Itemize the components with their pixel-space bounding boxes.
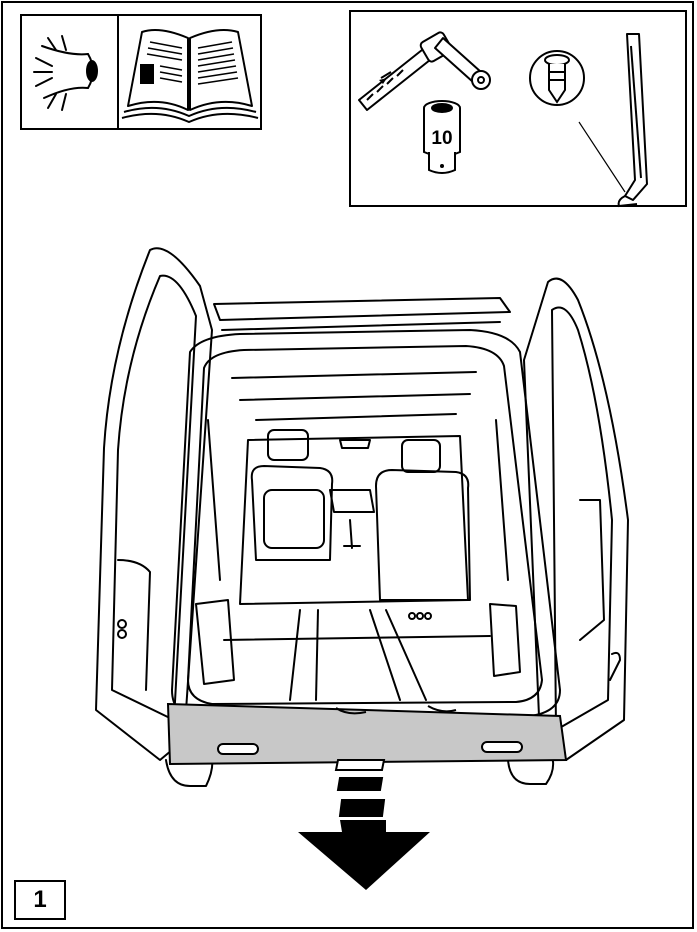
down-arrow-icon [298, 759, 430, 890]
eye-icon [33, 35, 98, 111]
open-book-icon [121, 29, 259, 123]
socket-icon: 10 [423, 100, 461, 174]
step-number: 1 [33, 886, 47, 913]
left-rear-door [95, 247, 213, 761]
cargo-opening-frame [171, 329, 561, 721]
driver-seat [250, 465, 334, 561]
passenger-seat [375, 469, 471, 601]
required-tools-box: 10 [349, 10, 687, 208]
instruction-icons-box [20, 14, 262, 130]
roof-rack [213, 297, 511, 321]
trim-removal-tool-icon [578, 33, 648, 208]
socket-size-label: 10 [431, 128, 452, 149]
van-rear-cargo-illustration [95, 247, 629, 787]
step-number-box: 1 [14, 880, 66, 920]
box-divider [117, 16, 119, 128]
plastic-push-clip-icon [529, 50, 585, 106]
rear-bumper [166, 702, 568, 766]
right-rear-door [523, 277, 629, 761]
socket-wrench-icon [358, 31, 491, 111]
